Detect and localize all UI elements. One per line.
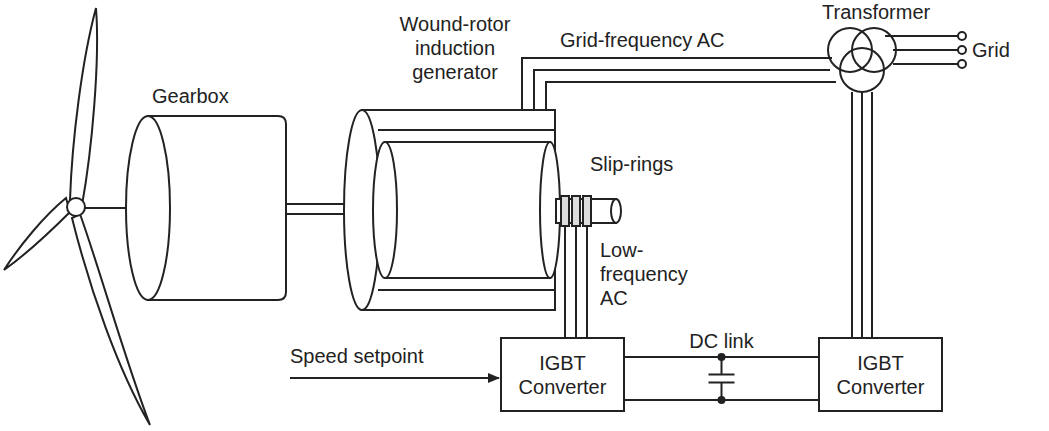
part-label: Slip-rings [590, 152, 700, 176]
signal-label: Speed setpoint [290, 344, 470, 368]
induction-generator [344, 110, 621, 310]
converter-box: IGBT Converter [500, 337, 625, 412]
stator-wires [522, 58, 836, 110]
dc-link-wires [625, 354, 818, 403]
setpoint-arrow [290, 377, 499, 379]
signal-label: Grid-frequency AC [560, 28, 800, 52]
signal-label: Low-frequency AC [600, 238, 692, 310]
slip-rings [561, 196, 591, 226]
part-label: Wound-rotor induction generator [392, 12, 518, 84]
converter-label: IGBT Converter [828, 351, 933, 399]
converter-label: IGBT Converter [510, 351, 615, 399]
rotor-wires [565, 226, 587, 337]
part-label: Gearbox [152, 84, 282, 108]
terminal-label: Grid [972, 38, 1032, 62]
transformer-symbol [828, 28, 966, 337]
gearbox [126, 116, 348, 300]
part-label: Transformer [822, 0, 962, 24]
edge-label: DC link [687, 329, 755, 353]
converter-box: IGBT Converter [818, 337, 943, 412]
